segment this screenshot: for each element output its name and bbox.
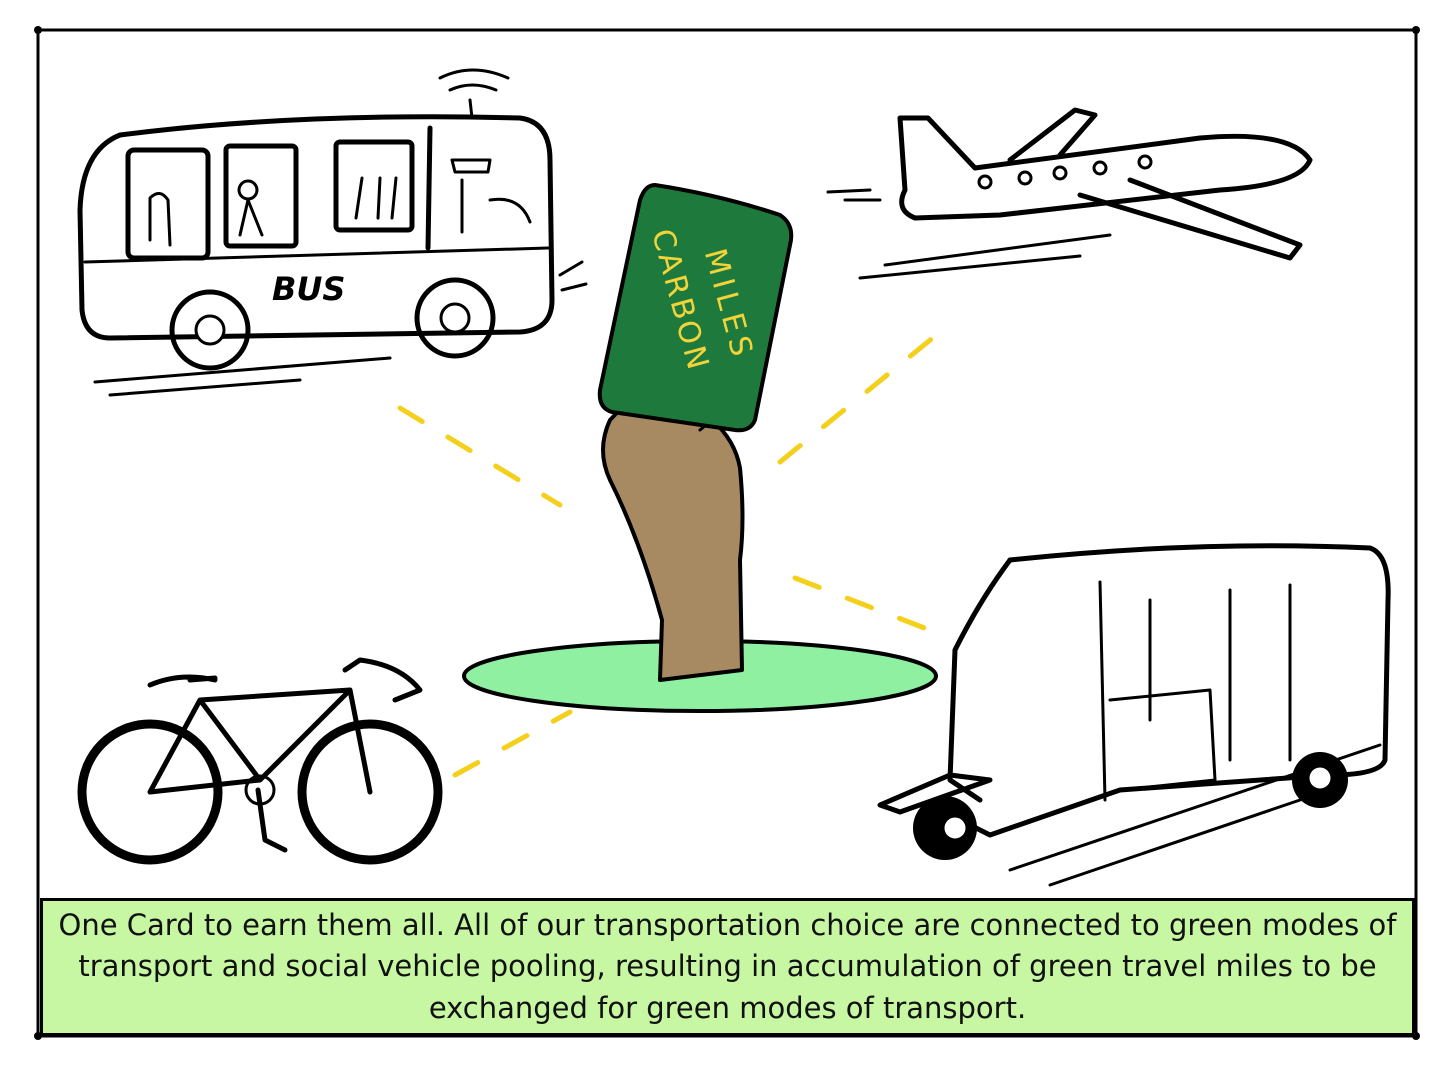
carbon-miles-card: CARBON MILES [597, 183, 794, 433]
connector-bicycle [452, 709, 573, 778]
caption-text: One Card to earn them all. All of our tr… [58, 908, 1397, 1025]
bicycle-drawing [77, 657, 443, 865]
outer-frame [36, 28, 1418, 1038]
frame-corner-dot [34, 26, 42, 34]
bus-drawing: BUS [77, 68, 588, 397]
bus-label: BUS [272, 270, 345, 308]
connector-bus [397, 405, 563, 508]
airplane-drawing [826, 107, 1313, 280]
connector-autorickshaw [792, 575, 948, 639]
frame-corner-dot [1412, 26, 1420, 34]
connector-plane [777, 325, 948, 465]
caption-box: One Card to earn them all. All of our tr… [40, 898, 1415, 1036]
autorickshaw-drawing [877, 543, 1391, 887]
connector-lines [397, 325, 948, 778]
